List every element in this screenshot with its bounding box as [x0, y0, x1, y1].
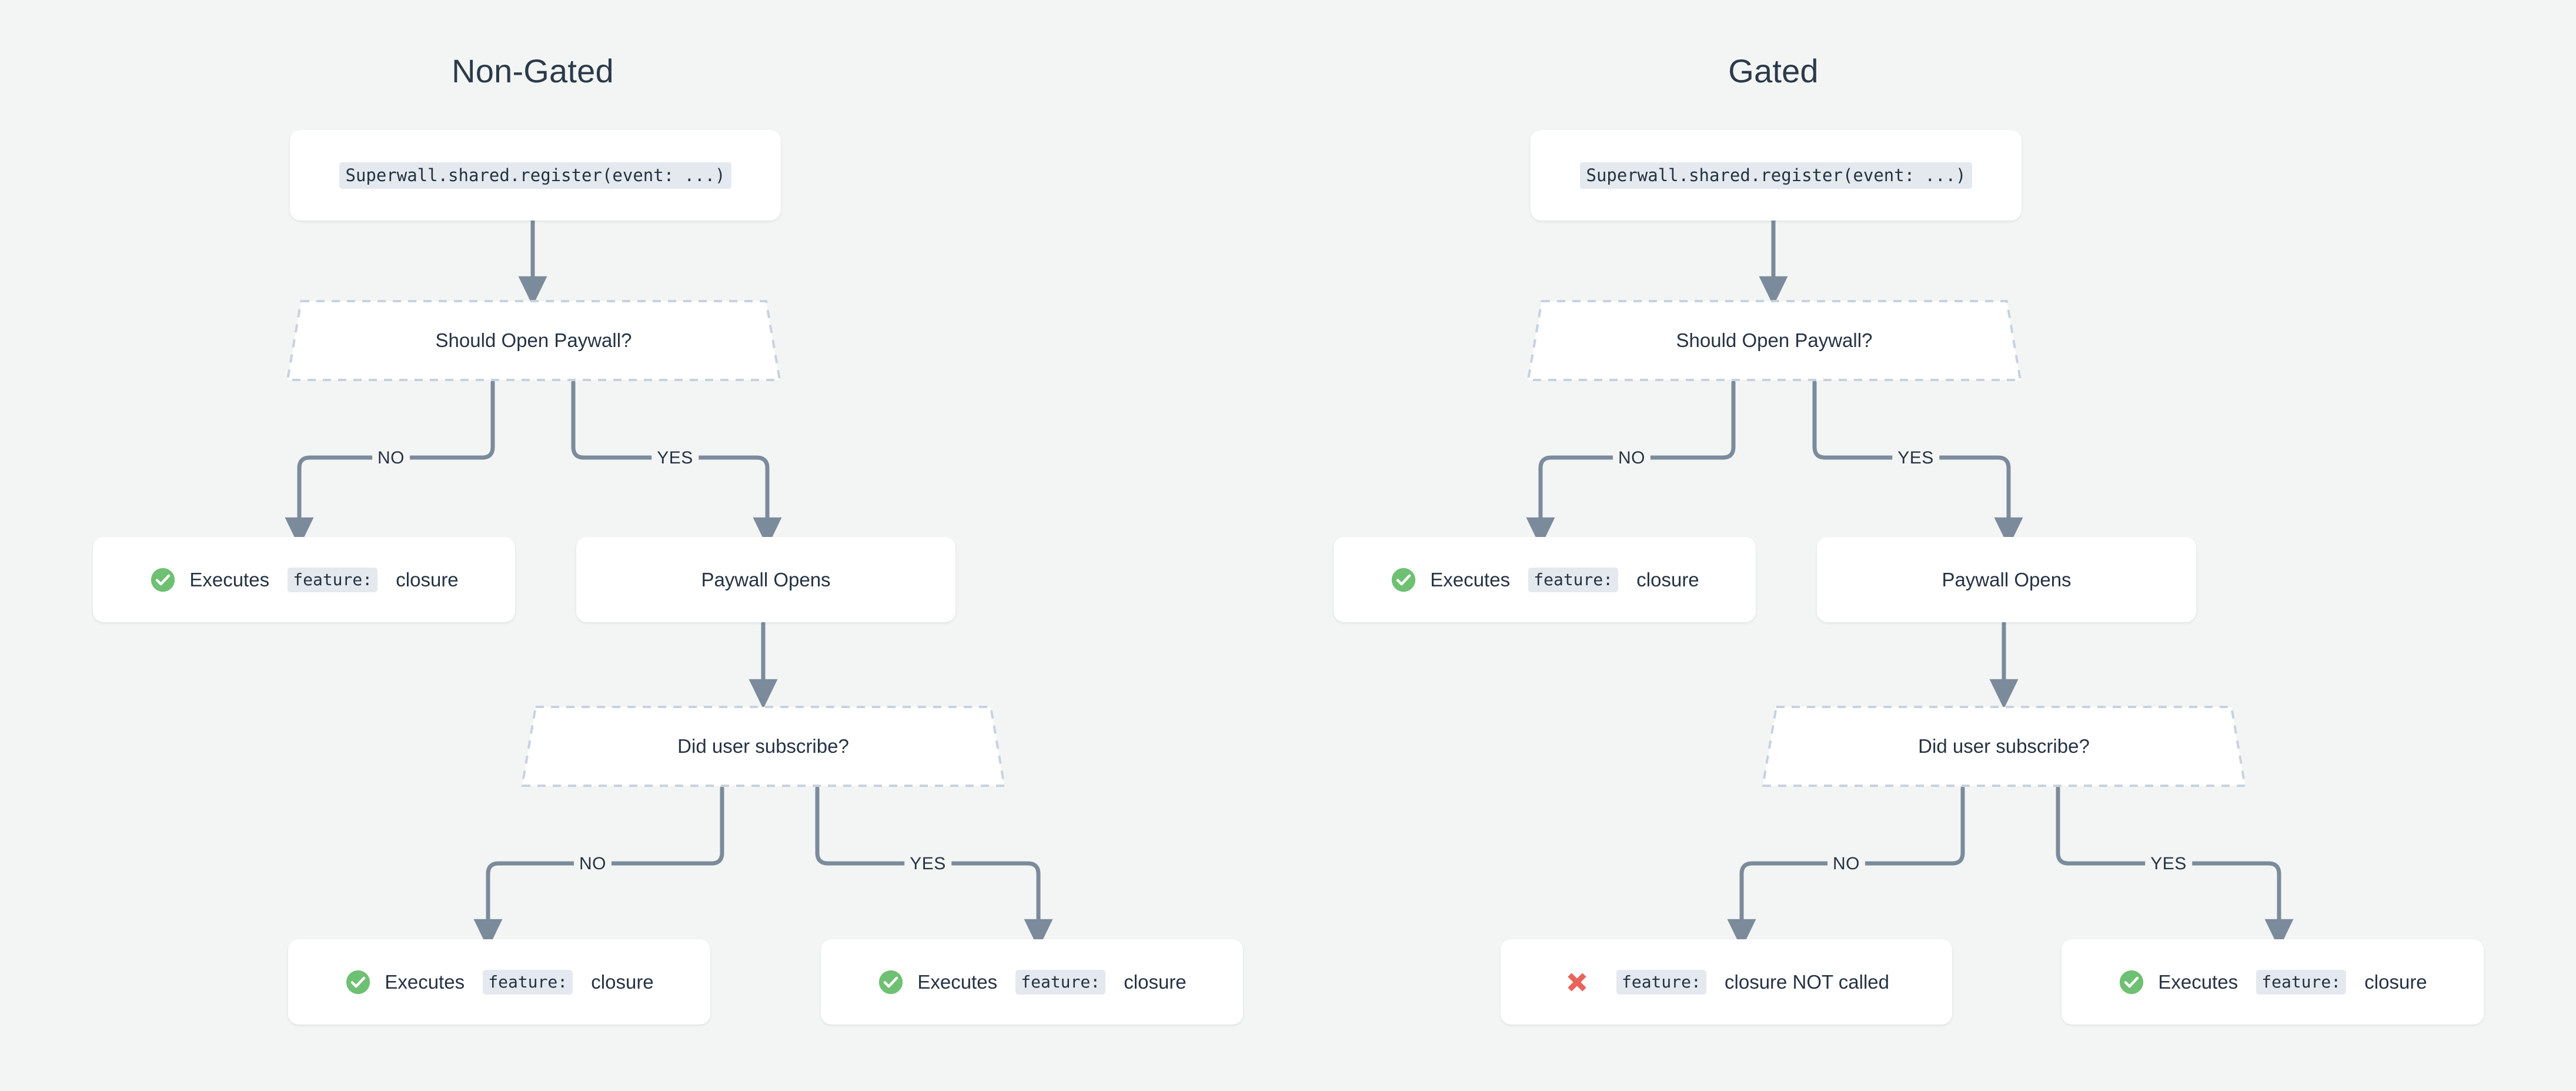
text-suffix: closure [390, 569, 459, 590]
node-label: Paywall Opens [1942, 569, 2072, 590]
decision-should-open-paywall-gated[interactable]: Should Open Paywall? [1526, 299, 2023, 382]
text-prefix: Executes [917, 971, 1003, 993]
check-circle-icon [1392, 568, 1416, 592]
node-subscribe-yes-non-gated[interactable]: Executes feature: closure [821, 939, 1243, 1025]
code-chip-feature: feature: [1528, 567, 1619, 592]
decision-label: Should Open Paywall? [435, 329, 632, 351]
node-content: Superwall.shared.register(event: ...) [324, 162, 746, 189]
node-content: Executes feature: closure [862, 969, 1201, 996]
edge-label-sub-no-gated: NO [1827, 855, 1865, 873]
column-title-gated: Gated [1728, 52, 1819, 89]
node-content: Executes feature: closure [329, 969, 669, 996]
node-subscribe-no-gated[interactable]: feature: closure NOT called [1501, 939, 1952, 1025]
code-chip-register: Superwall.shared.register(event: ...) [339, 162, 731, 189]
code-chip-feature: feature: [483, 969, 573, 995]
text-prefix: Executes [1430, 569, 1516, 590]
node-content: Paywall Opens [686, 570, 846, 589]
decision-label: Did user subscribe? [1918, 735, 2090, 757]
node-paywall-opens-non-gated[interactable]: Paywall Opens [576, 537, 955, 622]
code-chip-feature: feature: [1015, 969, 1106, 995]
node-content: Executes feature: closure [1375, 566, 1714, 593]
text-prefix: Executes [2158, 971, 2244, 993]
edge-label-no-non-gated: NO [372, 449, 410, 467]
code-chip-feature: feature: [1616, 969, 1706, 995]
edge-label-sub-yes-gated: YES [2145, 855, 2192, 873]
decision-label: Did user subscribe? [677, 735, 849, 757]
decision-should-open-paywall-non-gated[interactable]: Should Open Paywall? [285, 299, 782, 382]
column-title-non-gated: Non-Gated [452, 52, 614, 89]
edge-label-yes-gated: YES [1892, 449, 1939, 467]
node-content: Executes feature: closure [134, 566, 473, 593]
check-circle-icon [879, 970, 903, 994]
node-register-non-gated[interactable]: Superwall.shared.register(event: ...) [290, 130, 781, 221]
decision-label: Should Open Paywall? [1676, 329, 1873, 351]
code-chip-feature: feature: [2256, 969, 2347, 995]
text-suffix: closure [1631, 569, 1699, 590]
text-suffix: closure NOT called [1719, 971, 1890, 993]
node-subscribe-no-non-gated[interactable]: Executes feature: closure [288, 939, 710, 1025]
decision-did-user-subscribe-gated[interactable]: Did user subscribe? [1760, 705, 2247, 788]
edge-label-sub-no-non-gated: NO [574, 855, 612, 873]
edge-label-yes-non-gated: YES [651, 449, 699, 467]
code-chip-register: Superwall.shared.register(event: ...) [1580, 162, 1972, 189]
text-prefix: Executes [189, 569, 275, 590]
node-content: feature: closure NOT called [1548, 969, 1905, 996]
text-suffix: closure [586, 971, 654, 993]
check-circle-icon [151, 568, 175, 592]
cross-icon [1568, 972, 1586, 992]
node-no-branch-non-gated[interactable]: Executes feature: closure [93, 537, 515, 622]
edge-label-sub-yes-non-gated: YES [904, 855, 951, 873]
node-subscribe-yes-gated[interactable]: Executes feature: closure [2062, 939, 2484, 1025]
text-suffix: closure [1118, 971, 1187, 993]
node-label: Paywall Opens [701, 569, 831, 590]
node-content: Superwall.shared.register(event: ...) [1565, 162, 1987, 189]
trapezoid-shape [521, 706, 1005, 787]
trapezoid-shape [1527, 300, 2022, 381]
code-chip-feature: feature: [288, 567, 378, 592]
text-prefix: Executes [385, 971, 470, 993]
decision-did-user-subscribe-non-gated[interactable]: Did user subscribe? [520, 705, 1007, 788]
node-content: Paywall Opens [1926, 570, 2086, 589]
trapezoid-shape [286, 300, 781, 381]
node-register-gated[interactable]: Superwall.shared.register(event: ...) [1531, 130, 2022, 221]
node-paywall-opens-gated[interactable]: Paywall Opens [1817, 537, 2196, 622]
edge-label-no-gated: NO [1613, 449, 1650, 467]
check-circle-icon [2120, 970, 2144, 994]
node-content: Executes feature: closure [2103, 969, 2442, 996]
text-suffix: closure [2359, 971, 2427, 993]
trapezoid-shape [1762, 706, 2246, 787]
node-no-branch-gated[interactable]: Executes feature: closure [1334, 537, 1756, 622]
check-circle-icon [346, 970, 370, 994]
